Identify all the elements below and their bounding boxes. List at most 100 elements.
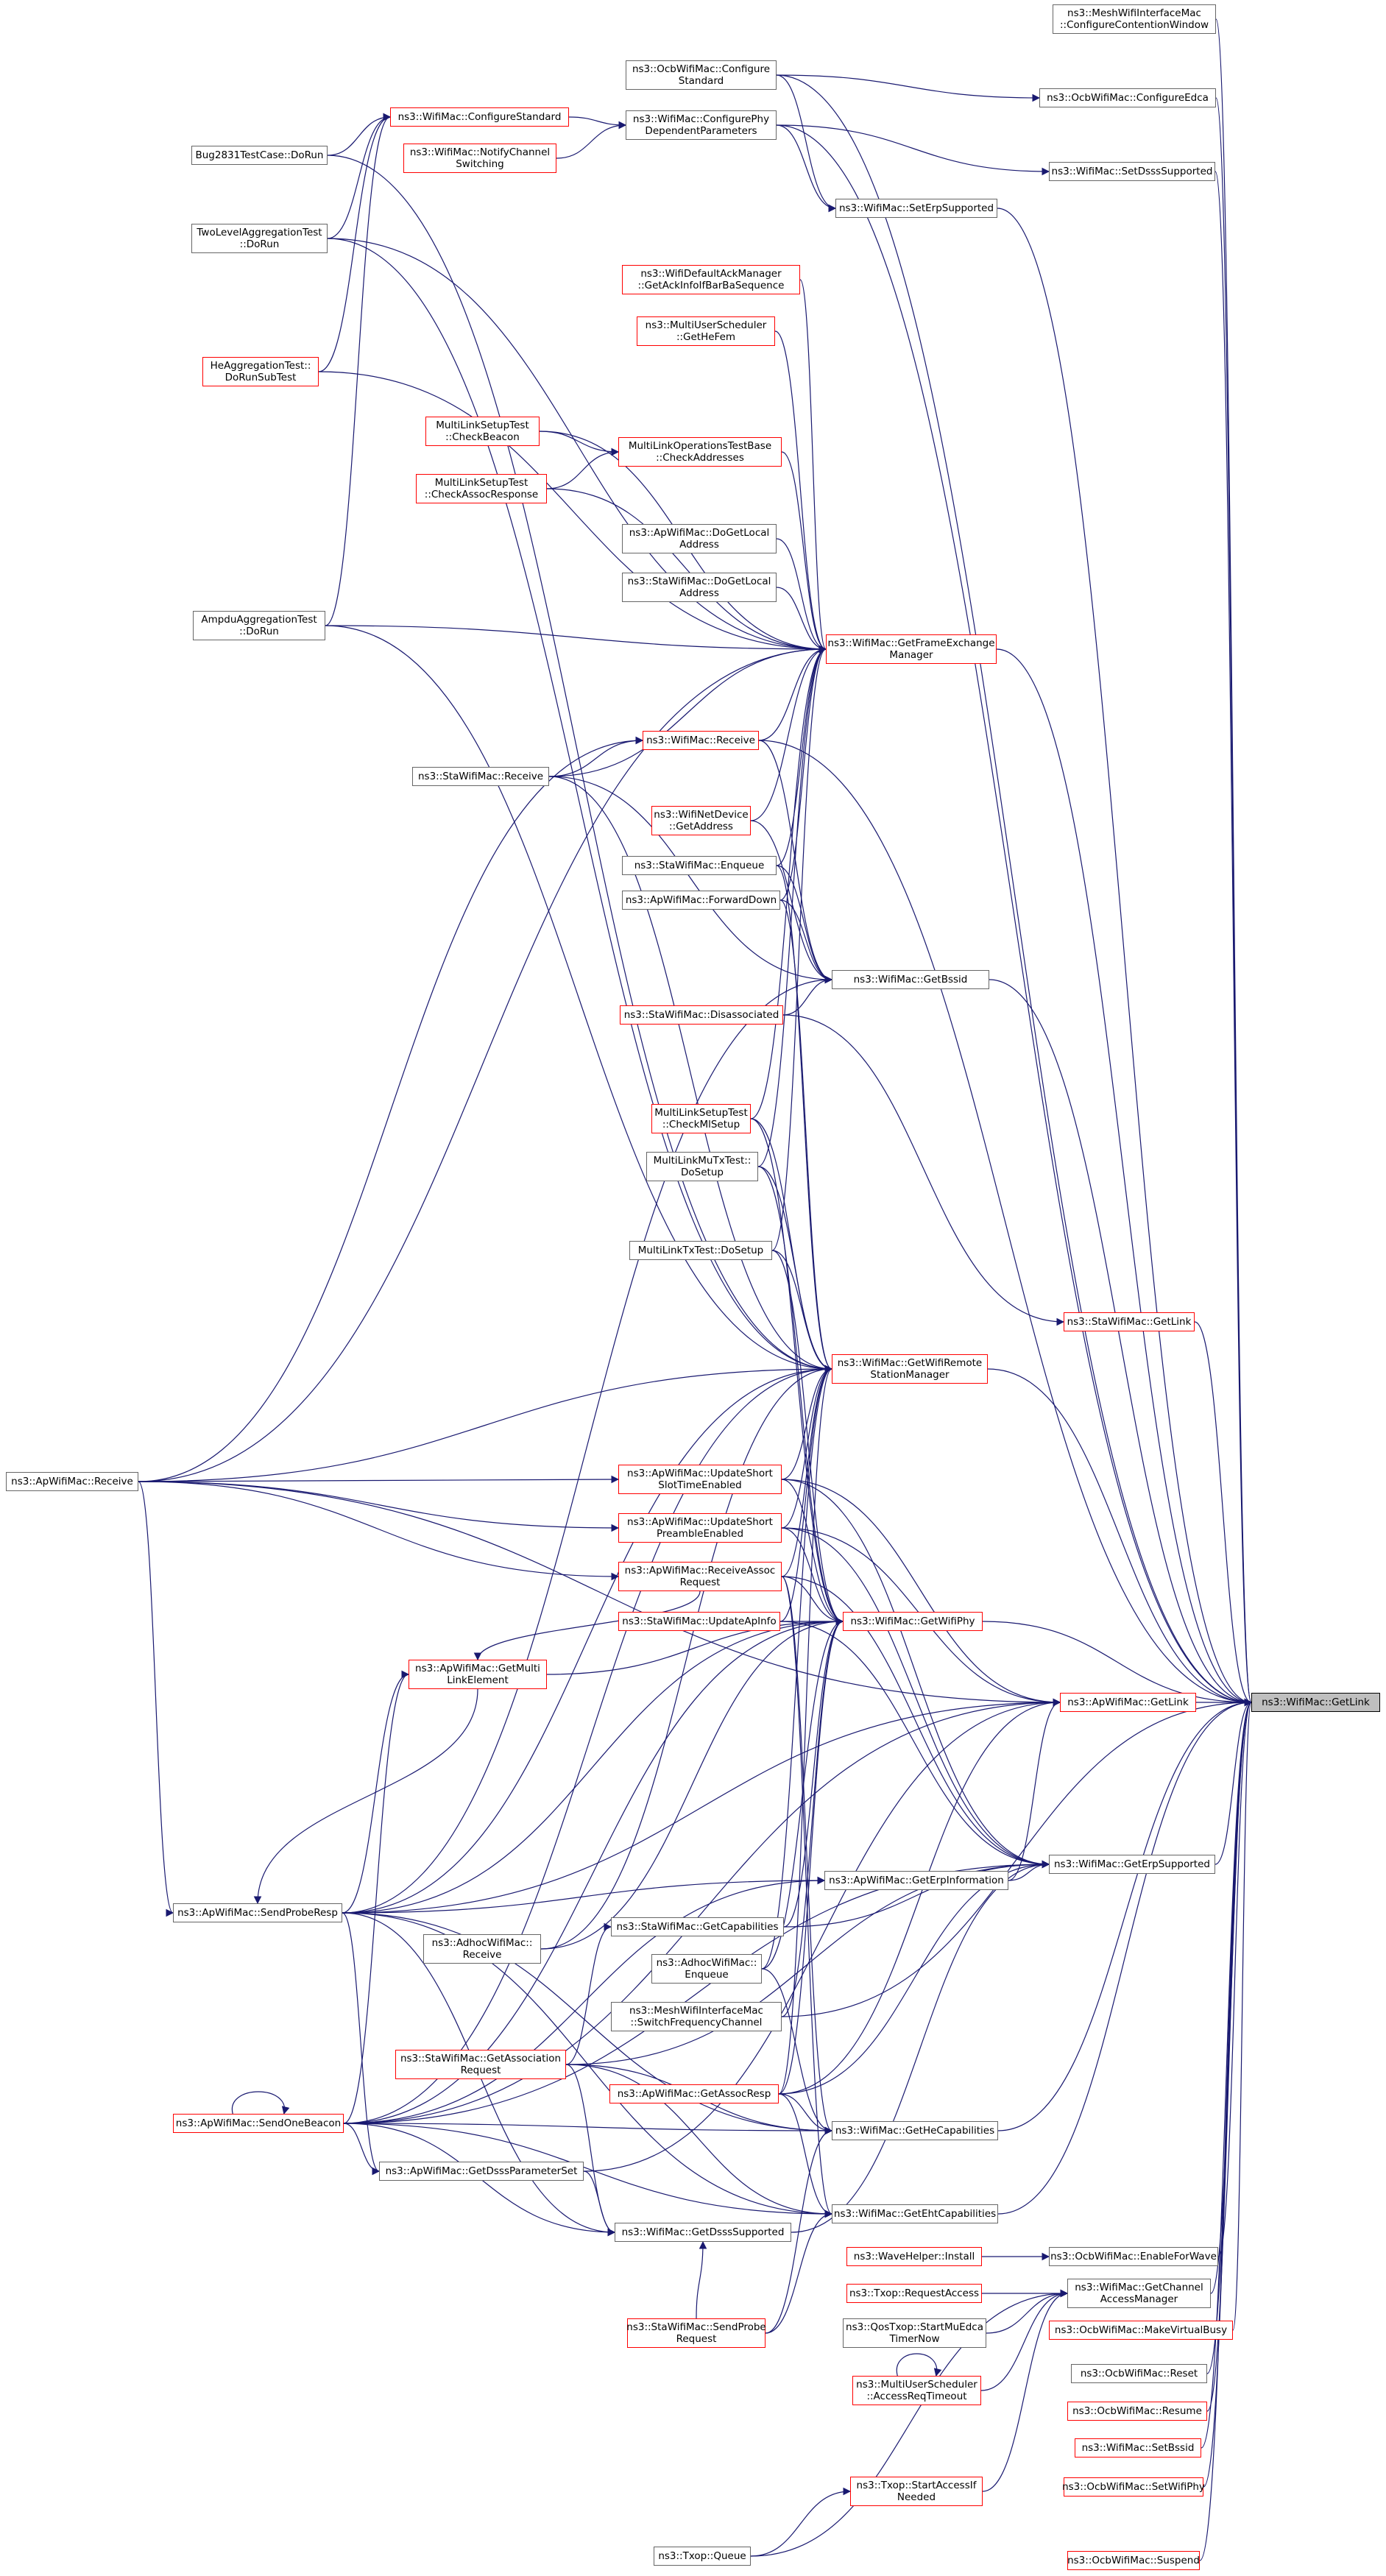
node-adhoc-enqueue[interactable]: ns3::AdhocWifiMac:: Enqueue xyxy=(651,1954,762,1984)
node-set-dsss-supported[interactable]: ns3::WifiMac::SetDsssSupported xyxy=(1049,162,1215,181)
edge-n22-to-n32 xyxy=(548,776,833,1373)
node-ap-receive[interactable]: ns3::ApWifiMac::Receive xyxy=(6,1472,138,1491)
node-ap-forward-down[interactable]: ns3::ApWifiMac::ForwardDown xyxy=(622,891,780,910)
node-wifimac-configure-standard[interactable]: ns3::WifiMac::ConfigureStandard xyxy=(390,107,569,127)
node-check-assoc-response[interactable]: MultiLinkSetupTest ::CheckAssocResponse xyxy=(416,474,547,503)
node-check-addresses[interactable]: MultiLinkOperationsTestBase ::CheckAddre… xyxy=(618,437,782,467)
node-wave-helper-install[interactable]: ns3::WaveHelper::Install xyxy=(846,2247,982,2266)
node-sta-update-ap-info[interactable]: ns3::StaWifiMac::UpdateApInfo xyxy=(618,1612,780,1631)
edge-n50-to-n51 xyxy=(343,2123,833,2135)
node-txop-queue[interactable]: ns3::Txop::Queue xyxy=(654,2547,751,2566)
edge-n50-to-n38 xyxy=(343,1617,844,2124)
node-root-get-link[interactable]: ns3::WifiMac::GetLink xyxy=(1251,1693,1380,1712)
node-enable-for-wave[interactable]: ns3::OcbWifiMac::EnableForWave xyxy=(1049,2247,1218,2266)
node-ap-get-link[interactable]: ns3::ApWifiMac::GetLink xyxy=(1060,1693,1196,1712)
node-wifimac-receive[interactable]: ns3::WifiMac::Receive xyxy=(643,731,759,750)
node-he-aggregation-dorunsubtest[interactable]: HeAggregationTest:: DoRunSubTest xyxy=(202,357,319,386)
edge-n34-to-n38 xyxy=(781,1479,844,1626)
node-send-probe-request[interactable]: ns3::StaWifiMac::SendProbe Request xyxy=(626,2318,766,2348)
node-bug2831-dorun[interactable]: Bug2831TestCase::DoRun xyxy=(191,146,328,165)
node-receive-assoc-request[interactable]: ns3::ApWifiMac::ReceiveAssoc Request xyxy=(618,1562,782,1591)
node-ampdu-aggregation-dorun[interactable]: AmpduAggregationTest ::DoRun xyxy=(193,611,325,640)
edge-n43-to-n26 xyxy=(342,975,833,1914)
node-sta-receive[interactable]: ns3::StaWifiMac::Receive xyxy=(412,767,549,786)
node-get-channel-access-manager[interactable]: ns3::WifiMac::GetChannel AccessManager xyxy=(1067,2279,1211,2308)
node-check-beacon[interactable]: MultiLinkSetupTest ::CheckBeacon xyxy=(425,417,540,446)
node-send-one-beacon[interactable]: ns3::ApWifiMac::SendOneBeacon xyxy=(173,2114,344,2133)
node-start-mu-edca-timer-now[interactable]: ns3::QosTxop::StartMuEdca TimerNow xyxy=(843,2318,986,2348)
node-get-multi-link-element[interactable]: ns3::ApWifiMac::GetMulti LinkElement xyxy=(409,1660,547,1689)
edge-n30-to-root xyxy=(1194,1321,1253,1707)
node-multilink-tx-dosetup[interactable]: MultiLinkTxTest::DoSetup xyxy=(629,1241,772,1260)
node-netdevice-get-address[interactable]: ns3::WifiNetDevice ::GetAddress xyxy=(651,806,751,835)
node-configure-phy-dependent-parameters[interactable]: ns3::WifiMac::ConfigurePhy DependentPara… xyxy=(626,110,777,140)
node-ocb-suspend[interactable]: ns3::OcbWifiMac::Suspend xyxy=(1067,2551,1200,2570)
edge-n26-to-root xyxy=(989,979,1253,1707)
node-get-wifi-phy[interactable]: ns3::WifiMac::GetWifiPhy xyxy=(843,1612,983,1631)
node-txop-request-access[interactable]: ns3::Txop::RequestAccess xyxy=(846,2284,982,2303)
edge-n43-to-n32 xyxy=(342,1365,833,1914)
edge-n02-to-n03 xyxy=(776,74,1041,102)
edge-n02-to-n09 xyxy=(776,74,837,213)
node-sta-do-get-local-address[interactable]: ns3::StaWifiMac::DoGetLocal Address xyxy=(622,573,777,602)
node-get-ack-info-if-bar-ba-sequence[interactable]: ns3::WifiDefaultAckManager ::GetAckInfoI… xyxy=(622,265,800,294)
edge-n43-to-n53 xyxy=(342,1912,833,2218)
edge-n21-to-root xyxy=(758,740,1253,1707)
edge-n22-to-n21 xyxy=(548,736,644,777)
node-get-eht-capabilities[interactable]: ns3::WifiMac::GetEhtCapabilities xyxy=(832,2204,998,2223)
node-ocb-configure-edca[interactable]: ns3::OcbWifiMac::ConfigureEdca xyxy=(1039,88,1216,107)
node-get-bssid[interactable]: ns3::WifiMac::GetBssid xyxy=(832,970,989,989)
node-make-virtual-busy[interactable]: ns3::OcbWifiMac::MakeVirtualBusy xyxy=(1049,2321,1233,2340)
node-sta-get-capabilities[interactable]: ns3::StaWifiMac::GetCapabilities xyxy=(611,1917,784,1936)
node-ocb-reset[interactable]: ns3::OcbWifiMac::Reset xyxy=(1071,2364,1207,2383)
node-mesh-switch-frequency-channel[interactable]: ns3::MeshWifiInterfaceMac ::SwitchFreque… xyxy=(611,2002,782,2031)
node-set-bssid[interactable]: ns3::WifiMac::SetBssid xyxy=(1075,2438,1201,2458)
node-get-association-request[interactable]: ns3::StaWifiMac::GetAssociation Request xyxy=(395,2050,566,2079)
node-ap-do-get-local-address[interactable]: ns3::ApWifiMac::DoGetLocal Address xyxy=(622,524,777,553)
node-set-erp-supported[interactable]: ns3::WifiMac::SetErpSupported xyxy=(835,199,997,218)
node-sta-disassociated[interactable]: ns3::StaWifiMac::Disassociated xyxy=(620,1005,783,1025)
node-ocb-configure-standard[interactable]: ns3::OcbWifiMac::Configure Standard xyxy=(626,60,777,90)
node-ocb-resume[interactable]: ns3::OcbWifiMac::Resume xyxy=(1067,2402,1207,2421)
node-notify-channel-switching[interactable]: ns3::WifiMac::NotifyChannel Switching xyxy=(403,144,556,173)
node-send-probe-resp[interactable]: ns3::ApWifiMac::SendProbeResp xyxy=(173,1903,342,1922)
node-check-ml-setup[interactable]: MultiLinkSetupTest ::CheckMlSetup xyxy=(651,1104,751,1133)
node-get-he-capabilities[interactable]: ns3::WifiMac::GetHeCapabilities xyxy=(832,2121,998,2140)
node-get-assoc-resp[interactable]: ns3::ApWifiMac::GetAssocResp xyxy=(609,2084,779,2103)
edge-n11-to-n20 xyxy=(799,279,827,654)
node-get-erp-supported[interactable]: ns3::WifiMac::GetErpSupported xyxy=(1049,1855,1215,1874)
node-get-dsss-supported[interactable]: ns3::WifiMac::GetDsssSupported xyxy=(615,2223,791,2242)
edge-n37-to-n32 xyxy=(779,1365,833,1622)
edge-n59-to-n54 xyxy=(696,2240,707,2319)
node-get-wifi-remote-station-manager[interactable]: ns3::WifiMac::GetWifiRemote StationManag… xyxy=(832,1354,988,1384)
edge-n05-to-n08 xyxy=(776,124,1050,176)
edge-n49-to-n38 xyxy=(778,1617,844,2095)
node-sta-enqueue[interactable]: ns3::StaWifiMac::Enqueue xyxy=(622,856,777,875)
edge-n19-to-n20 xyxy=(325,625,827,654)
edge-n62-to-n58 xyxy=(980,2289,1069,2391)
node-update-short-preamble-enabled[interactable]: ns3::ApWifiMac::UpdateShort PreambleEnab… xyxy=(618,1513,782,1543)
edge-n32-to-root xyxy=(987,1368,1253,1707)
node-sta-get-link[interactable]: ns3::StaWifiMac::GetLink xyxy=(1064,1312,1195,1331)
node-get-erp-information[interactable]: ns3::ApWifiMac::GetErpInformation xyxy=(824,1871,1008,1890)
edge-n16-to-n20 xyxy=(546,488,827,654)
edge-n31-to-n38 xyxy=(771,1250,844,1626)
node-get-dsss-parameter-set[interactable]: ns3::ApWifiMac::GetDsssParameterSet xyxy=(379,2162,584,2181)
edge-n36-to-n42 xyxy=(781,1576,1050,1869)
node-ocb-set-wifi-phy[interactable]: ns3::OcbWifiMac::SetWifiPhy xyxy=(1062,2477,1205,2497)
edge-n36-to-n39 xyxy=(473,1590,701,1661)
node-update-short-slot-time-enabled[interactable]: ns3::ApWifiMac::UpdateShort SlotTimeEnab… xyxy=(618,1465,782,1494)
edge-n45-to-n32 xyxy=(540,1365,833,1950)
edge-n06-to-n04 xyxy=(327,113,392,156)
node-get-frame-exchange-manager[interactable]: ns3::WifiMac::GetFrameExchange Manager xyxy=(826,634,997,664)
node-access-req-timeout[interactable]: ns3::MultiUserScheduler ::AccessReqTimeo… xyxy=(852,2376,981,2405)
edge-n04-to-n05 xyxy=(568,116,627,130)
node-multilink-mu-tx-dosetup[interactable]: MultiLinkMuTxTest:: DoSetup xyxy=(646,1152,758,1181)
node-get-he-fem[interactable]: ns3::MultiUserScheduler ::GetHeFem xyxy=(637,316,775,346)
node-mesh-configure-contention-window[interactable]: ns3::MeshWifiInterfaceMac ::ConfigureCon… xyxy=(1053,4,1216,34)
node-adhoc-receive[interactable]: ns3::AdhocWifiMac:: Receive xyxy=(423,1934,541,1964)
node-two-level-aggregation-dorun[interactable]: TwoLevelAggregationTest ::DoRun xyxy=(191,224,328,253)
node-start-access-if-needed[interactable]: ns3::Txop::StartAccessIf Needed xyxy=(850,2477,983,2506)
